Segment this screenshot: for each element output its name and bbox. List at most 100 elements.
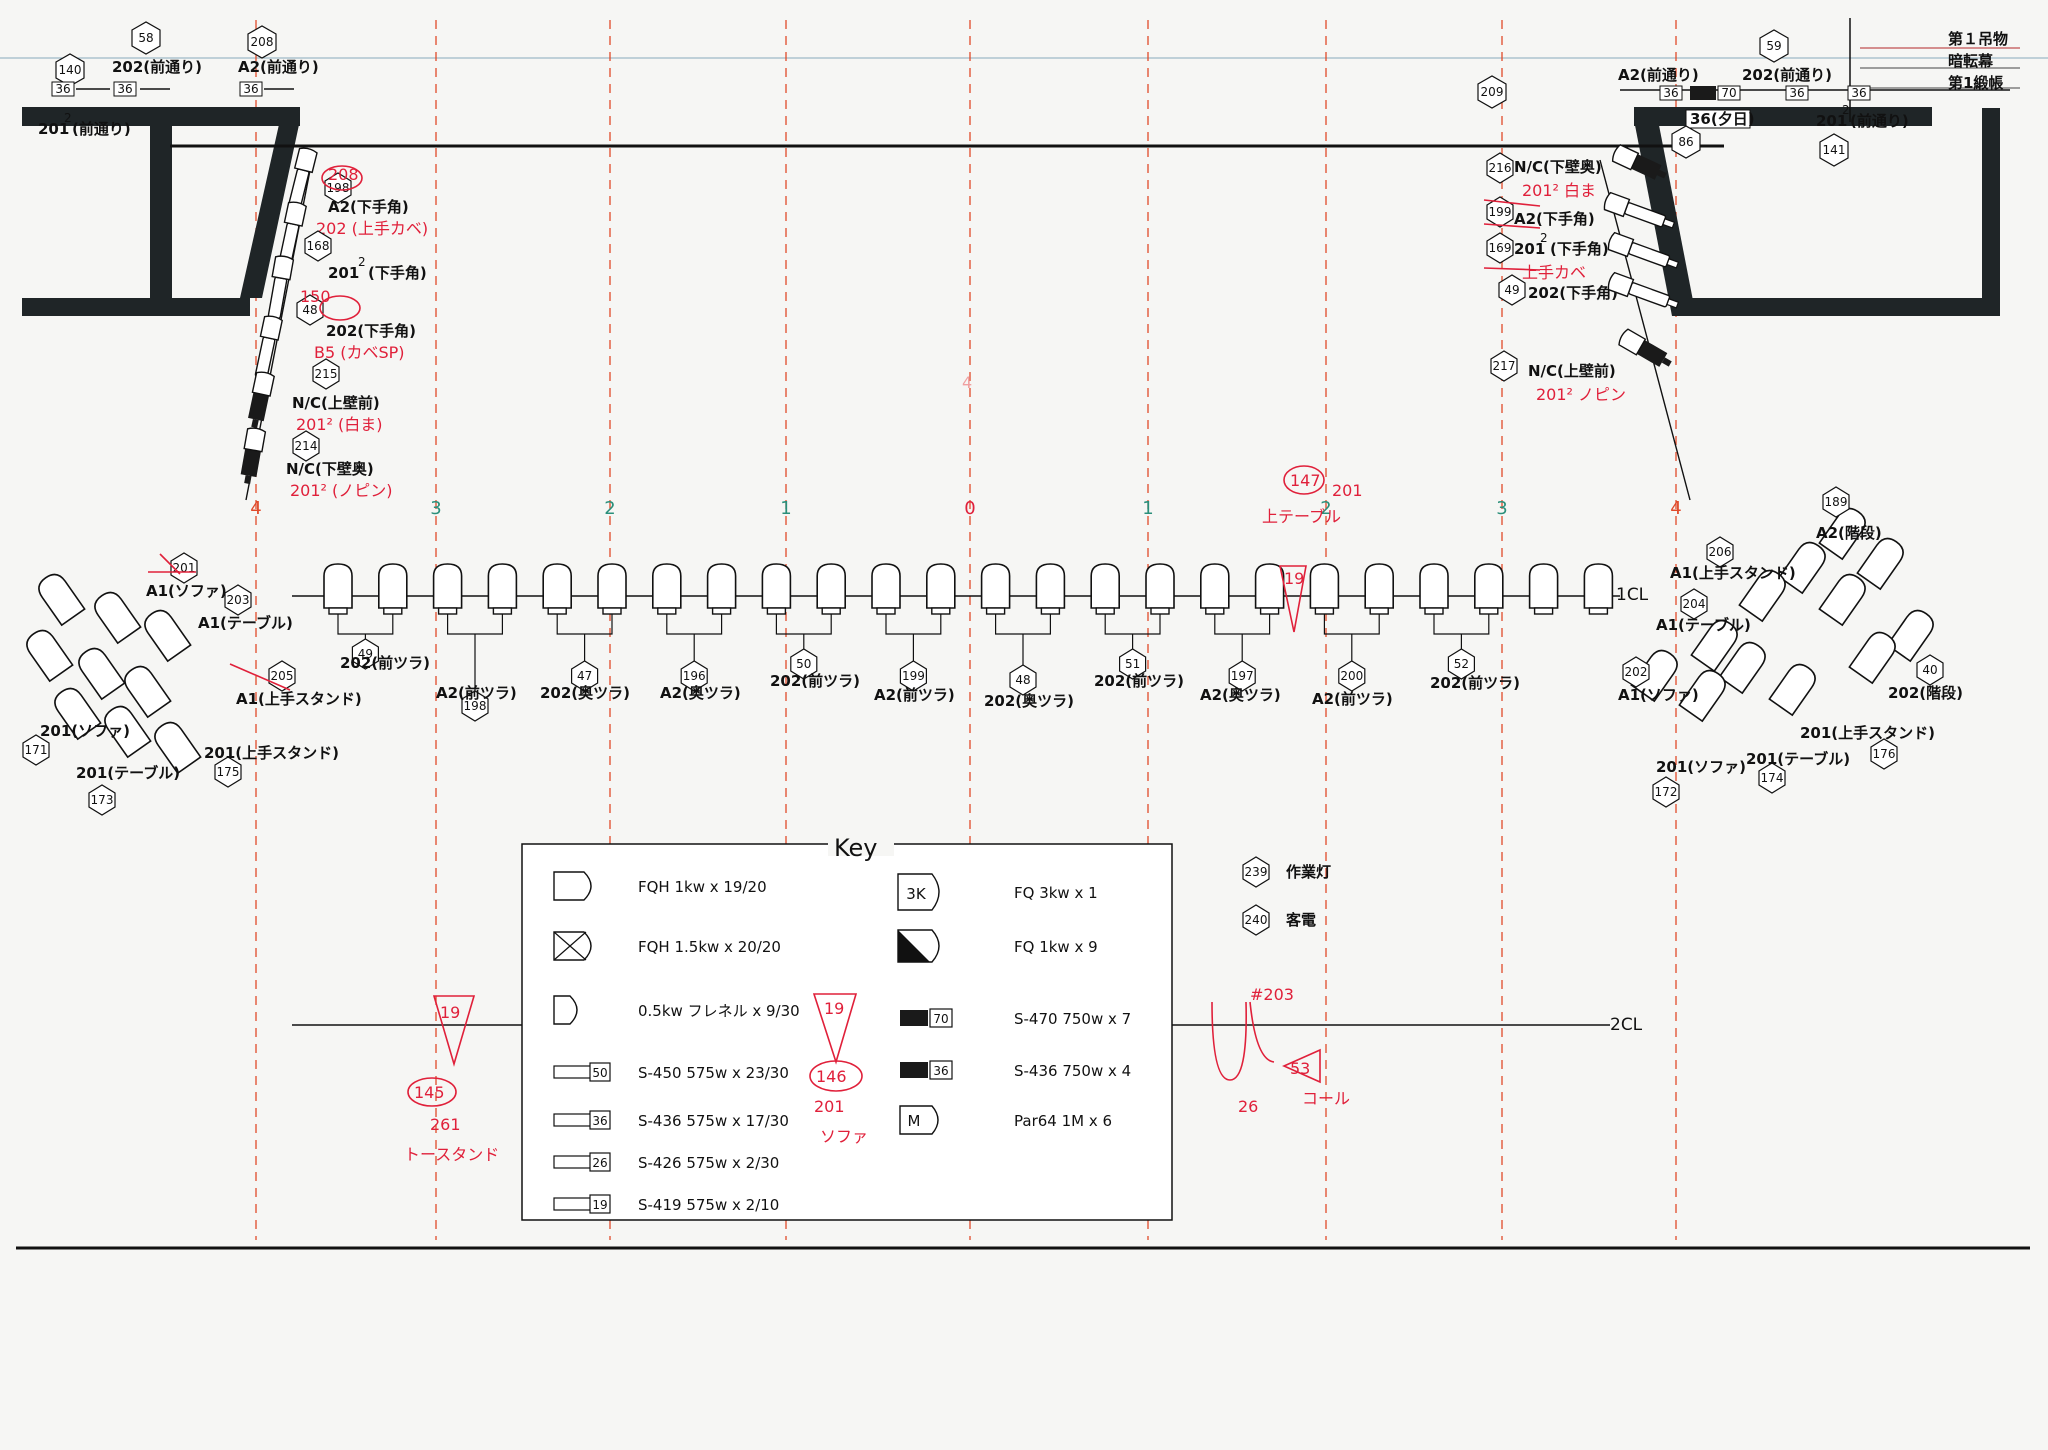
group-bracket bbox=[556, 614, 613, 662]
key-symbol bbox=[553, 1197, 595, 1211]
audience-label: A2(階段) bbox=[1816, 524, 1882, 542]
red-annotation-text: 147 201 上テーブル 19 145 19 261 トースタンド 146 1… bbox=[404, 373, 1363, 1164]
left-proscenium bbox=[22, 107, 300, 316]
tick-number: 0 bbox=[964, 498, 975, 519]
position-label: 202(前通り) bbox=[112, 58, 202, 76]
fqh-symbol bbox=[73, 642, 126, 700]
fqh-symbol bbox=[1848, 626, 1901, 684]
audience-fixture bbox=[1848, 626, 1901, 684]
boom-label: A2(下手角) bbox=[328, 198, 409, 216]
circuit-number: 140 bbox=[59, 63, 82, 77]
red-note: 上手カベ bbox=[1522, 263, 1586, 282]
key-badge: 3K bbox=[906, 885, 927, 903]
key-label: Par64 1M x 6 bbox=[1014, 1112, 1112, 1130]
circuit-number: 176 bbox=[1873, 747, 1896, 761]
circuit-hexagon bbox=[324, 172, 352, 204]
circuit-number: 201 bbox=[173, 561, 196, 575]
legend-title: Key bbox=[834, 834, 878, 862]
group-label: A2(前ツラ) bbox=[1312, 690, 1393, 708]
key-symbol-badge bbox=[589, 1194, 611, 1214]
fqh-fixture bbox=[1364, 563, 1394, 615]
circuit-number: 48 bbox=[1015, 673, 1030, 687]
fqh-fixture bbox=[706, 563, 737, 615]
circuit-hexagon bbox=[1652, 776, 1680, 808]
svg-text:53: 53 bbox=[1290, 1059, 1310, 1078]
fqh-fixture bbox=[542, 563, 573, 615]
key-label: S-470 750w x 7 bbox=[1014, 1010, 1131, 1028]
circuit-number: 205 bbox=[271, 669, 294, 683]
red-note: 201² 白ま bbox=[1522, 181, 1596, 200]
superscript: 2 bbox=[1540, 231, 1548, 245]
circuit-hexagon bbox=[214, 756, 242, 788]
unit-badge: 36 bbox=[117, 82, 132, 96]
unit-badge: 36 bbox=[1851, 86, 1866, 100]
tick-number: 1 bbox=[1142, 498, 1153, 519]
svg-text:147: 147 bbox=[1290, 471, 1321, 490]
fqh-fixture bbox=[487, 563, 518, 615]
circuit-hexagon bbox=[224, 584, 252, 616]
red-annotations bbox=[148, 165, 1541, 1107]
key-label: S-436 575w x 17/30 bbox=[638, 1112, 789, 1130]
svg-text:ソファ: ソファ bbox=[820, 1127, 868, 1146]
circuit-number: 199 bbox=[1489, 205, 1512, 219]
circuit-number: 214 bbox=[295, 439, 318, 453]
fqh-fixture bbox=[432, 563, 463, 615]
position-label: (前通り) bbox=[72, 120, 131, 138]
position-label: 36(夕日) bbox=[1690, 110, 1755, 128]
group-bracket bbox=[447, 614, 503, 692]
circuit-hexagon bbox=[88, 784, 116, 816]
fqh-symbol bbox=[139, 604, 192, 662]
circuit-hexagon bbox=[1118, 648, 1147, 680]
circuit-number: 198 bbox=[327, 181, 350, 195]
audience-label: A1(上手スタンド) bbox=[1670, 564, 1796, 582]
key-symbol-badge bbox=[589, 1152, 611, 1172]
audience-fixture bbox=[1768, 658, 1821, 716]
circuit-number: 86 bbox=[1678, 135, 1693, 149]
circuit-hexagon bbox=[899, 660, 928, 692]
tick-number: 2 bbox=[1320, 498, 1331, 519]
tick-number: 4 bbox=[1670, 498, 1681, 519]
audience-fixture bbox=[73, 642, 126, 700]
circuit-number: 141 bbox=[1823, 143, 1846, 157]
circuit-hexagon bbox=[1822, 486, 1850, 518]
key-symbol-cross bbox=[553, 931, 587, 961]
circuit-number: 169 bbox=[1489, 241, 1512, 255]
fqh-fixture bbox=[871, 563, 901, 615]
fqh-fixture bbox=[761, 563, 792, 615]
left-audience-fixtures: 201A1(ソファ)203A1(テーブル)205A1(上手スタンド)171201… bbox=[21, 552, 362, 816]
circuit-number: 47 bbox=[577, 669, 592, 683]
fqh-fixture bbox=[377, 563, 408, 615]
circuit-number: 50 bbox=[796, 657, 811, 671]
circuit-number: 171 bbox=[25, 743, 48, 757]
circuit-number: 199 bbox=[902, 669, 925, 683]
circuit-hexagon bbox=[1680, 588, 1708, 620]
boom-label: N/C(上壁前) bbox=[1528, 362, 1616, 380]
circuit-number: 48 bbox=[302, 303, 317, 317]
group-bracket bbox=[1104, 614, 1161, 650]
fqh-fixture bbox=[925, 563, 956, 615]
svg-text:19: 19 bbox=[1284, 569, 1304, 588]
key-label: FQH 1.5kw x 20/20 bbox=[638, 938, 781, 956]
key-symbol-fill bbox=[898, 930, 930, 962]
circuit-number: 200 bbox=[1340, 669, 1363, 683]
unit-badge: 36 bbox=[243, 82, 258, 96]
tick-number: 3 bbox=[1496, 498, 1507, 519]
position-label: 201 bbox=[1816, 112, 1847, 130]
key-symbol bbox=[899, 1105, 939, 1135]
circuit-hexagon bbox=[1009, 664, 1037, 696]
key-badge: 36 bbox=[592, 1114, 607, 1128]
tick-number: 4 bbox=[250, 498, 261, 519]
circuit-number: 52 bbox=[1454, 657, 1469, 671]
key-symbol bbox=[553, 1155, 595, 1169]
position-label: 202(前通り) bbox=[1742, 66, 1832, 84]
svg-text:201: 201 bbox=[814, 1097, 845, 1116]
circuit-number: 59 bbox=[1766, 39, 1781, 53]
audience-label: A1(上手スタンド) bbox=[236, 690, 362, 708]
group-bracket bbox=[885, 614, 942, 662]
key-symbol-badge bbox=[589, 1062, 611, 1082]
red-note: 201² ノピン bbox=[1536, 385, 1626, 404]
group-label: A2(前ツラ) bbox=[874, 686, 955, 704]
key-label: S-426 575w x 2/30 bbox=[638, 1154, 779, 1172]
